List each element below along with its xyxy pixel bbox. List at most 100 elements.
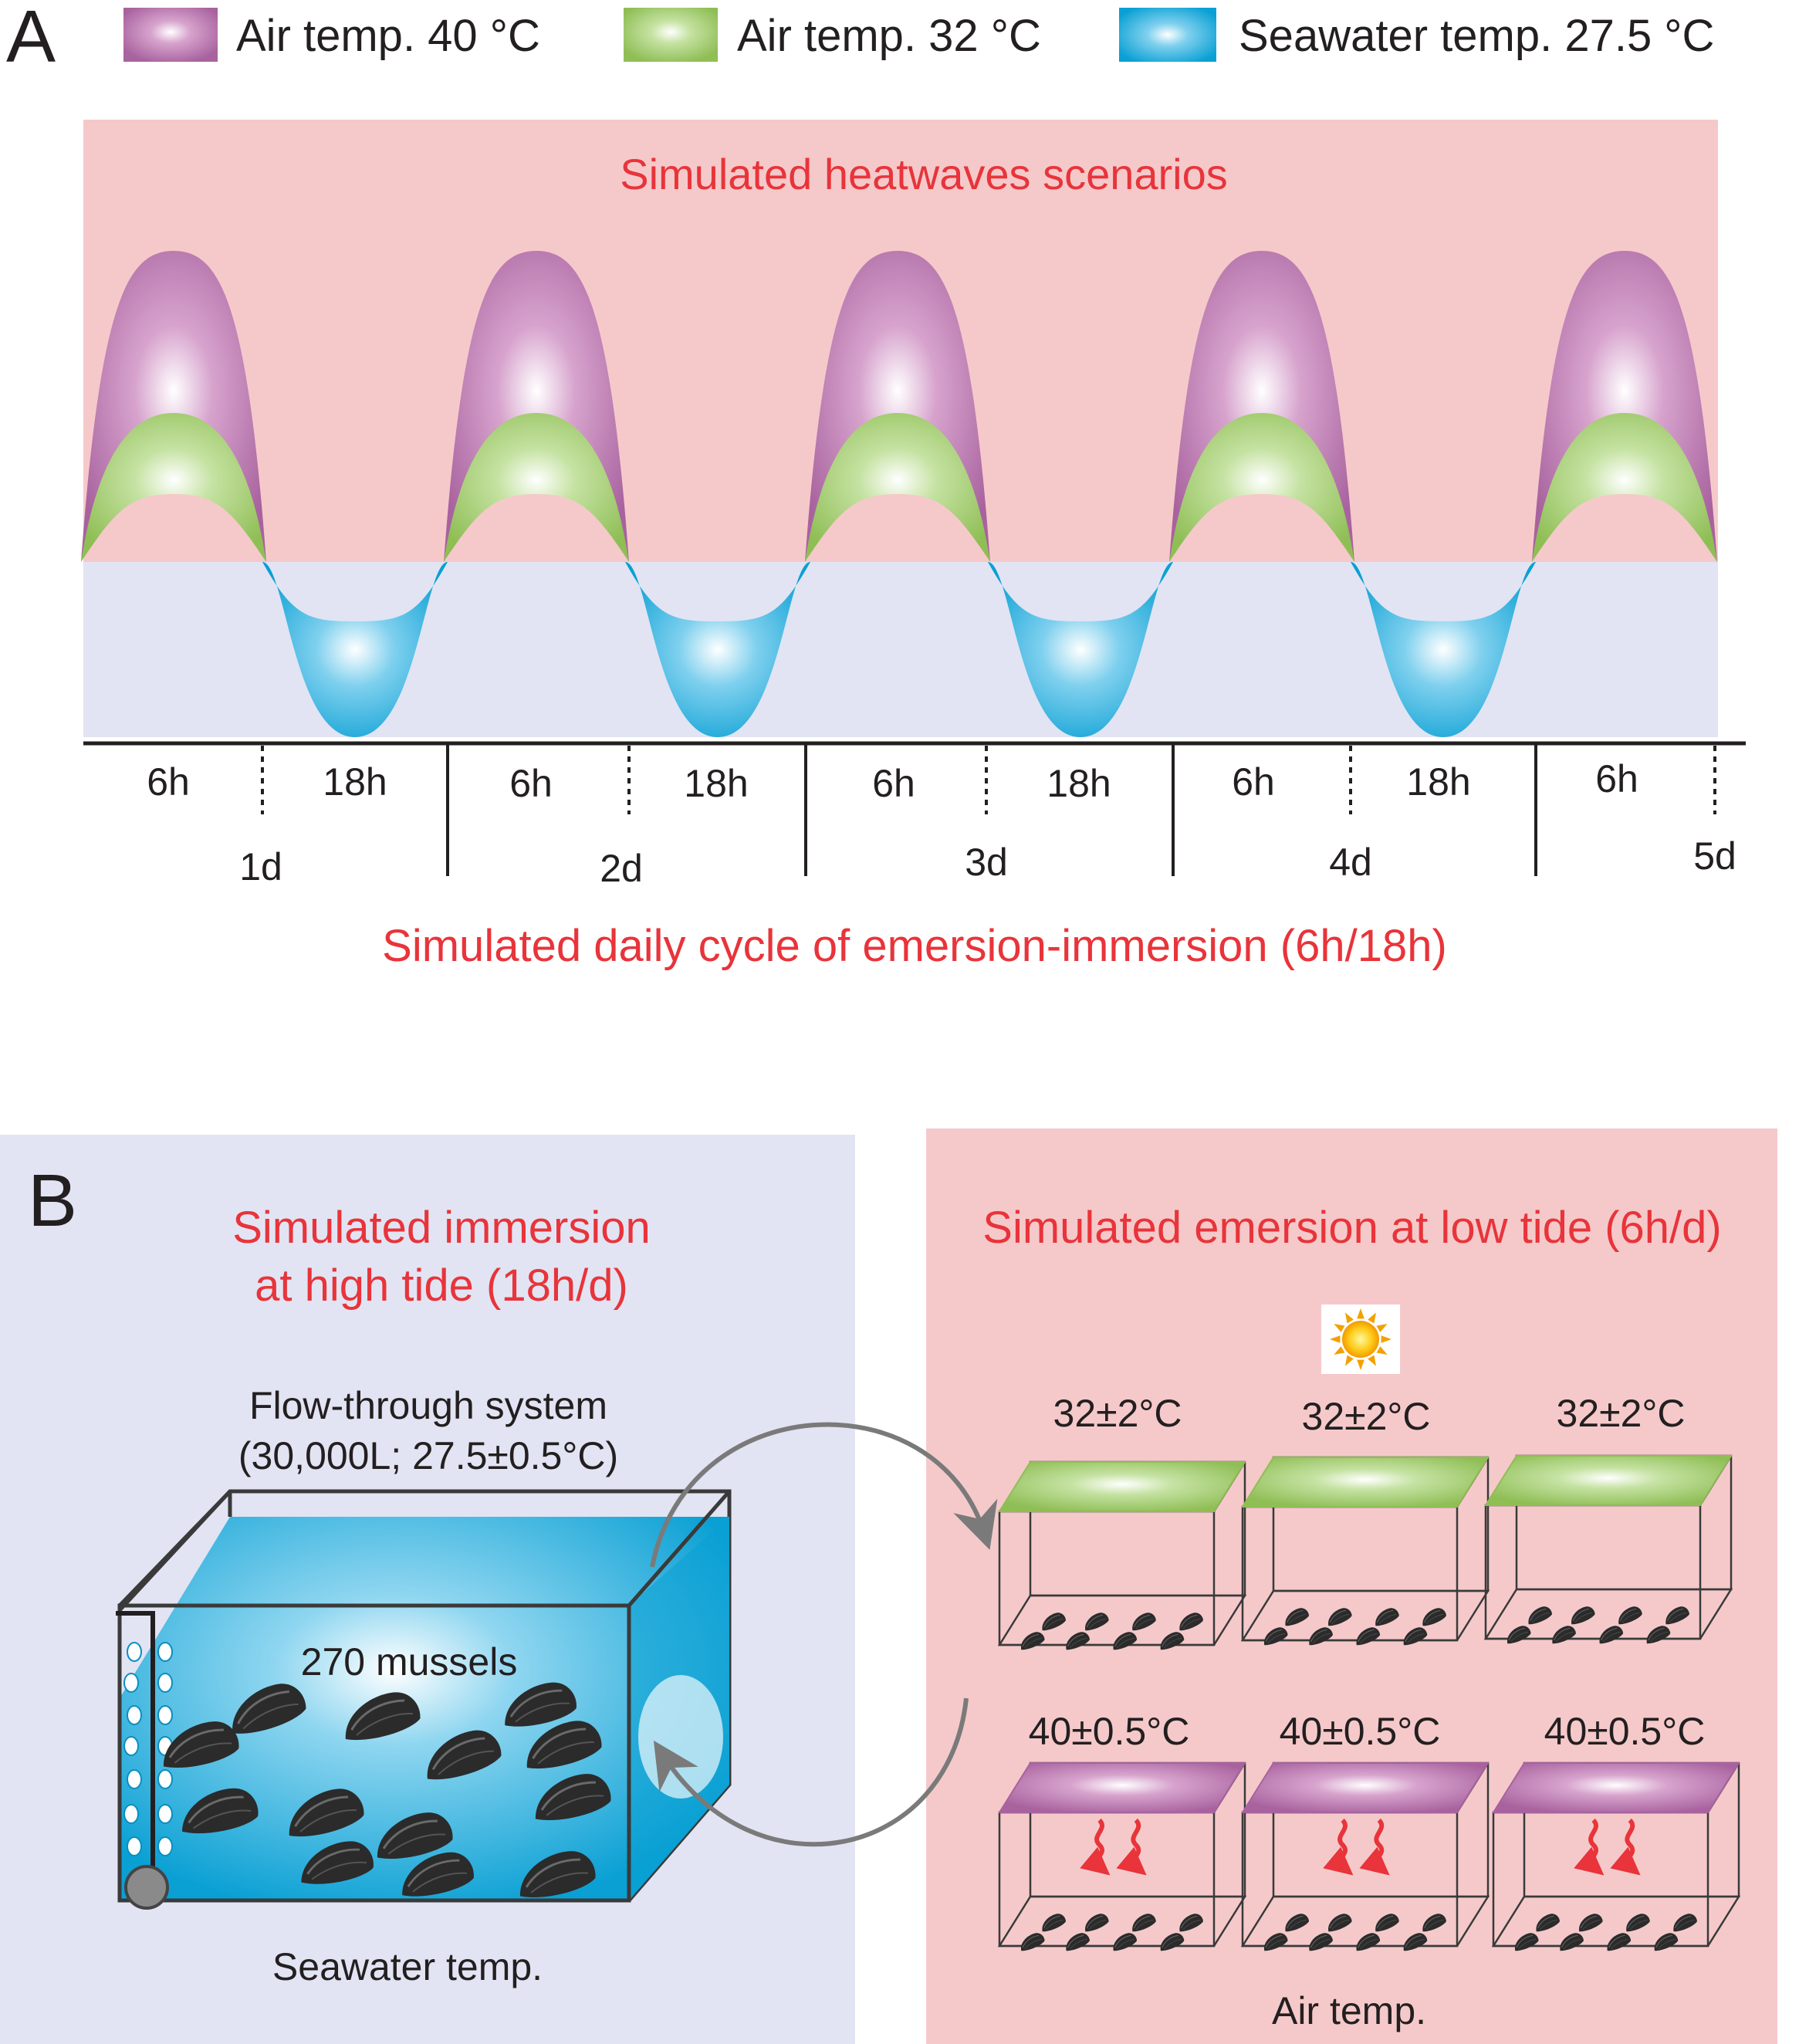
mussel-ridge: [306, 1848, 360, 1875]
mussel-ridge: [1114, 1633, 1131, 1647]
legend-label-air-32: Air temp. 32 °C: [737, 11, 1041, 61]
tank-mussels: [163, 1682, 611, 1898]
mussel-ridge: [1088, 1920, 1107, 1931]
mussel-ridge: [1554, 1627, 1571, 1641]
mussel-ridge: [1619, 1608, 1637, 1622]
wave-seawater: [1351, 562, 1536, 737]
mussel-ridge: [1405, 1934, 1422, 1948]
heat-arrow: [1610, 1818, 1641, 1876]
temp-labels-40: 40±0.5°C 40±0.5°C 40±0.5°C: [1029, 1710, 1706, 1753]
air-bubble: [127, 1836, 142, 1856]
emersion-chambers: [997, 1454, 1741, 1951]
legend: Air temp. 40 °C Air temp. 32 °C Seawater…: [123, 8, 1714, 62]
mussel-ridge: [1133, 1915, 1151, 1929]
mussel-icon: [1285, 1914, 1310, 1932]
mussel-icon: [1066, 1933, 1090, 1951]
air-stone: [124, 1865, 169, 1910]
mussel-icon: [1528, 1606, 1553, 1625]
hour-label: 18h: [323, 760, 387, 804]
mussel-icon: [163, 1721, 239, 1768]
mussel-ridge: [1608, 1934, 1625, 1948]
mussel-ridge: [1516, 1934, 1533, 1948]
mussel-ridge: [1114, 1934, 1131, 1948]
mussel-icon: [1179, 1613, 1203, 1631]
mussel-ridge: [1116, 1638, 1135, 1649]
mussel-ridge: [1329, 1915, 1346, 1929]
mussel-icon: [1536, 1914, 1561, 1932]
mussel-icon: [301, 1841, 374, 1884]
box-temp-40: 40±0.5°C: [1029, 1710, 1190, 1753]
hour-label: 6h: [509, 762, 553, 805]
transfer-arrow-to-emersion: [650, 1422, 998, 1568]
day-label: 2d: [600, 847, 643, 890]
mussel-ridge: [1580, 1915, 1597, 1929]
mussel-ridge: [1610, 1939, 1628, 1950]
mussel-ridge: [1376, 1609, 1394, 1623]
chamber-40: [1240, 1761, 1490, 1951]
hour-label: 6h: [1232, 760, 1275, 804]
mussel-icon: [1160, 1632, 1185, 1650]
mussel-ridge: [1669, 1613, 1687, 1623]
panel-a: A Air temp. 40 °C Air temp. 32 °C Seawat…: [6, 0, 1746, 971]
box-temp-32: 32±2°C: [1053, 1392, 1182, 1435]
day-label: 4d: [1329, 841, 1372, 884]
air-bubble: [127, 1642, 142, 1662]
wave-seawater: [988, 562, 1173, 737]
mussel-ridge: [1658, 1939, 1676, 1950]
mussel-ridge: [1267, 1939, 1286, 1950]
mussel-ridge: [407, 1859, 460, 1887]
mussel-shell: [402, 1852, 474, 1897]
sun-ray: [1376, 1346, 1388, 1355]
mussel-ridge: [1358, 1934, 1375, 1948]
tank-frame-front: [117, 1603, 631, 1903]
mussel-icon: [1673, 1914, 1697, 1932]
mussel-ridge: [412, 1872, 468, 1893]
mussel-ridge: [1024, 1939, 1043, 1950]
mussel-icon: [1560, 1933, 1584, 1951]
mussel-icon: [402, 1852, 474, 1897]
mussel-icon: [535, 1774, 611, 1821]
panel-b-letter: B: [28, 1159, 77, 1242]
hour-label: 6h: [872, 762, 915, 805]
wave-seawater: [625, 562, 810, 737]
air-bubble: [157, 1804, 173, 1824]
heat-arrow: [1359, 1818, 1390, 1876]
mussel-ridge: [242, 1703, 299, 1730]
heat-arrow: [1323, 1818, 1354, 1876]
mussel-ridge: [1164, 1638, 1182, 1649]
chamber-lid-32: [1484, 1455, 1733, 1506]
chamber-lid-32: [1241, 1457, 1490, 1508]
mussel-ridge: [1331, 1614, 1350, 1625]
mussel-ridge: [237, 1690, 290, 1724]
mussel-ridge: [537, 1741, 594, 1765]
wave-air-32: [805, 413, 990, 562]
mussel-ridge: [1407, 1633, 1425, 1644]
cycle-title: Simulated daily cycle of emersion-immers…: [382, 921, 1447, 971]
mussel-ridge: [1181, 1614, 1198, 1628]
mussel-icon: [1042, 1914, 1067, 1932]
mussel-ridge: [1329, 1609, 1346, 1623]
mussel-ridge: [1510, 1632, 1529, 1643]
mussel-icon: [377, 1812, 453, 1860]
transfer-arrow-to-immersion: [653, 1697, 969, 1847]
mussel-ridge: [174, 1742, 232, 1764]
mussel-icon: [526, 1721, 602, 1768]
box-temp-40: 40±0.5°C: [1280, 1710, 1441, 1753]
mussel-icon: [345, 1692, 421, 1740]
mussel-ridge: [1182, 1920, 1201, 1931]
day-label: 1d: [239, 845, 282, 888]
sun-ray: [1357, 1359, 1364, 1370]
time-axis-ticks: [261, 743, 1716, 876]
mussel-ridge: [509, 1689, 563, 1717]
wave-air-32: [444, 413, 629, 562]
mussel-ridge: [1181, 1915, 1198, 1929]
sun-ray: [1345, 1355, 1354, 1366]
mussel-ridge: [1162, 1934, 1178, 1948]
chamber-32: [1483, 1454, 1733, 1644]
mussel-ridge: [1069, 1638, 1087, 1649]
sun-ray: [1381, 1335, 1392, 1343]
mussel-ridge: [1602, 1632, 1621, 1643]
hour-label: 18h: [684, 762, 748, 805]
mussel-icon: [181, 1788, 259, 1834]
mussel-icon: [1506, 1626, 1531, 1644]
